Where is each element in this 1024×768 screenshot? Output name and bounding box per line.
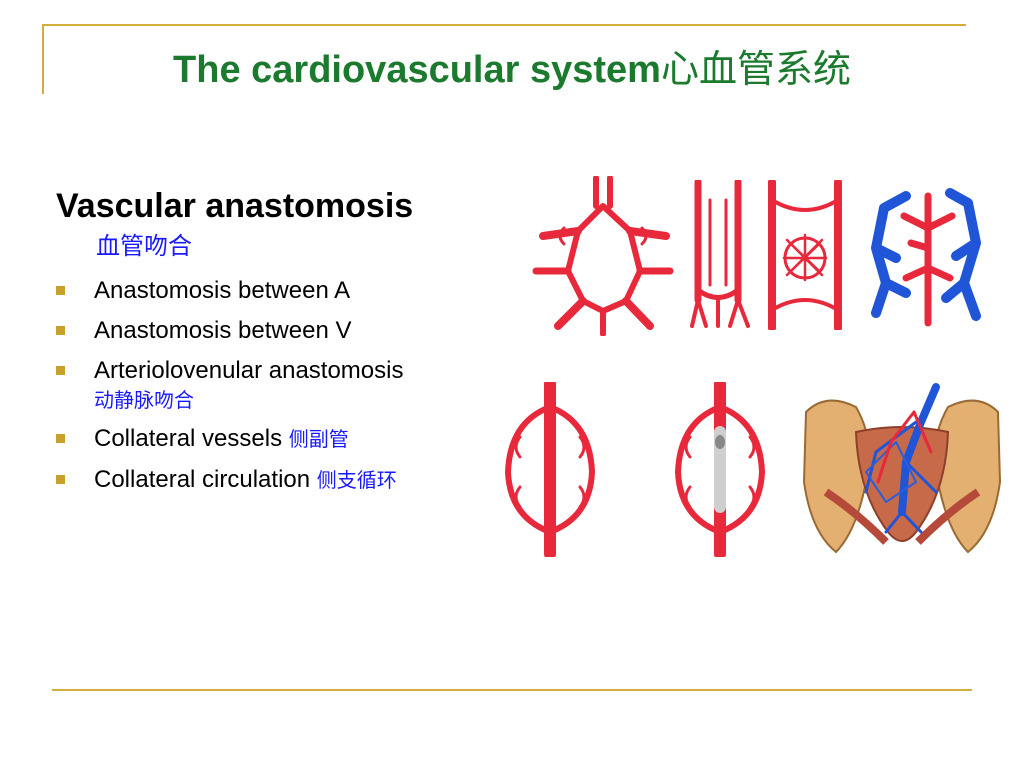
section-heading-chinese: 血管吻合: [96, 233, 192, 260]
slide-title: The cardiovascular system心血管系统: [0, 46, 1024, 94]
top-accent-line: [42, 24, 966, 26]
left-accent-line: [42, 26, 44, 94]
bullet-square-icon: [56, 366, 65, 375]
bullet-square-icon: [56, 286, 65, 295]
bullet-list: Anastomosis between A Anastomosis betwee…: [56, 276, 403, 506]
section-heading: Vascular anastomosis: [56, 187, 414, 225]
bullet-item: Collateral vessels 侧副管: [56, 424, 403, 455]
bullet-subtext-chinese: 动静脉吻合: [94, 390, 194, 412]
bullet-square-icon: [56, 326, 65, 335]
bullet-text: Collateral vessels: [94, 425, 289, 452]
figure-panel: [500, 170, 1010, 590]
pelvic-vessels-illustration-icon: [802, 383, 1002, 554]
bullet-text-chinese: 侧支循环: [316, 470, 397, 492]
bottom-accent-line: [52, 689, 972, 691]
bullet-item: Anastomosis between A: [56, 276, 403, 306]
bullet-square-icon: [56, 475, 65, 484]
bullet-text-chinese: 侧副管: [288, 429, 349, 451]
bullet-text: Arteriolovenular anastomosis: [94, 357, 404, 384]
bullet-square-icon: [56, 434, 65, 443]
arteriolar-network-icon: [768, 180, 842, 330]
arterial-arch-anastomosis-icon: [690, 180, 750, 328]
title-english: The cardiovascular system: [173, 49, 661, 91]
title-chinese: 心血管系统: [660, 49, 851, 91]
collateral-circulation-icon: [675, 382, 765, 557]
bullet-item: Anastomosis between V: [56, 316, 403, 346]
bullet-item: Collateral circulation 侧支循环: [56, 465, 403, 496]
bullet-item: Arteriolovenular anastomosis 动静脉吻合: [56, 356, 403, 414]
bullet-text: Anastomosis between A: [94, 277, 351, 304]
arterial-ring-anastomosis-icon: [532, 176, 674, 336]
collateral-vessels-icon: [505, 382, 595, 557]
bullet-text: Collateral circulation: [94, 466, 317, 493]
bullet-text: Anastomosis between V: [94, 317, 352, 344]
venous-arterial-anastomosis-icon: [871, 188, 981, 327]
